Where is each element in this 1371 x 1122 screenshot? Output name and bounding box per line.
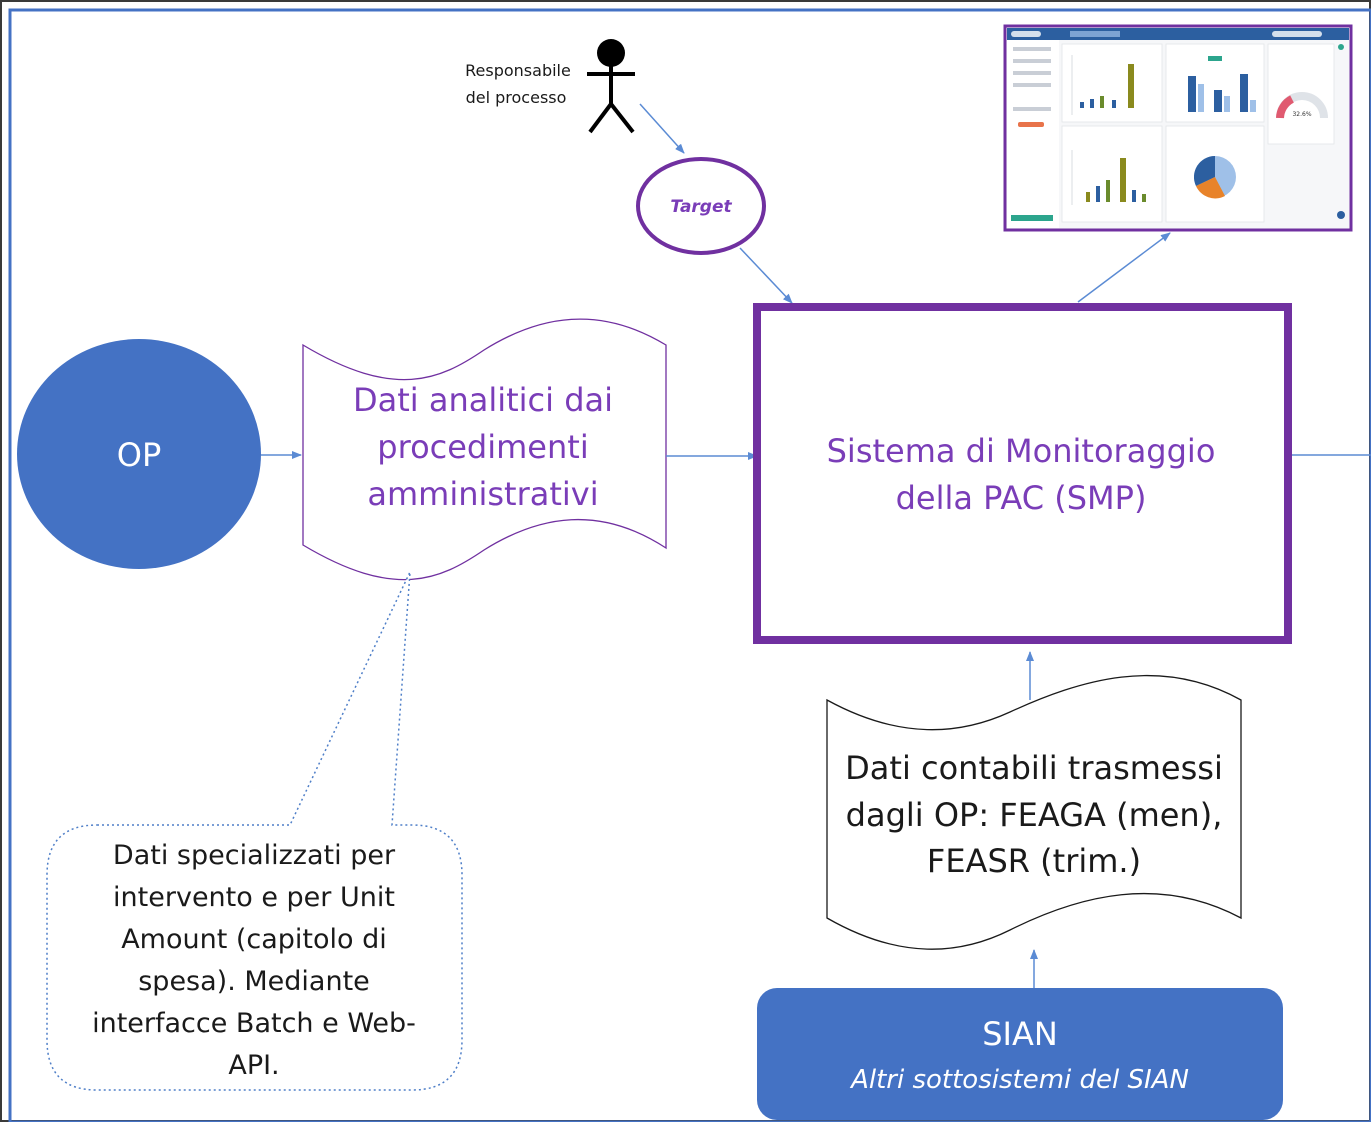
sian-subtitle: Altri sottosistemi del SIAN (849, 1065, 1189, 1095)
dati-contabili-line3: FEASR (trim.) (927, 842, 1141, 880)
actor-figure (587, 39, 635, 134)
callout-line2: intervento e per Unit (113, 882, 395, 913)
dati-analitici-line1: Dati analitici dai (353, 381, 613, 419)
op-node (17, 339, 261, 569)
smp-line1: Sistema di Monitoraggio (827, 432, 1216, 470)
dati-analitici-node (302, 318, 667, 581)
inner-frame (8, 8, 1371, 1122)
dati-contabili-line1: Dati contabili trasmessi (845, 749, 1223, 787)
dashboard-gauge-value: 32.6% (1292, 111, 1311, 118)
arrow-smp-to-dashboard (1077, 232, 1171, 303)
callout-line3: Amount (capitolo di (121, 924, 387, 955)
callout-line6: API. (228, 1050, 279, 1081)
target-label: Target (670, 197, 732, 217)
dati-contabili-node (826, 674, 1242, 950)
sian-title: SIAN (982, 1015, 1058, 1053)
dashboard-thumbnail: 32.6% (1003, 24, 1353, 232)
arrow-actor-to-target (639, 103, 685, 154)
actor-label-line1: Responsabile (465, 61, 571, 80)
dati-contabili-line2: dagli OP: FEAGA (men), (846, 796, 1223, 834)
smp-node (753, 303, 1292, 644)
target-node (636, 157, 766, 255)
sian-node (757, 988, 1283, 1120)
dati-analitici-line2: procedimenti (377, 428, 588, 466)
callout-node (46, 571, 463, 1091)
callout-line1: Dati specializzati per (113, 840, 396, 871)
arrow-target-to-smp (739, 247, 793, 304)
callout-line5: interfacce Batch e Web- (92, 1008, 416, 1039)
actor-label-line2: del processo (466, 88, 567, 107)
dati-analitici-line3: amministrativi (367, 475, 598, 513)
callout-line4: spesa). Mediante (138, 966, 370, 997)
smp-line2: della PAC (SMP) (896, 479, 1147, 517)
op-label: OP (117, 436, 161, 474)
